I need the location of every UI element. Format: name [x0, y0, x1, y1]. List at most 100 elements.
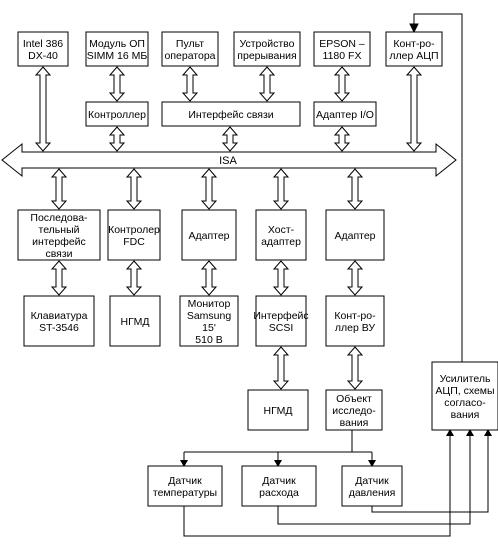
- block-label-line: Модуль ОП: [89, 38, 145, 50]
- block-label-line: SIMM 16 МБ: [87, 50, 148, 62]
- arrow-host-scsi: [272, 260, 290, 296]
- block-frame: [431, 361, 498, 431]
- block-ext-ctrl: Конт-ро-ллер ВУ: [325, 295, 385, 347]
- block-label-line: Samsung: [187, 310, 232, 322]
- arrow-memctrl-bus: [108, 126, 126, 152]
- block-label-line: Адаптер I/O: [316, 109, 374, 121]
- block-label-line: Контроллер: [88, 109, 146, 121]
- arrow-extctrl-object: [346, 346, 364, 390]
- block-label-line: согласо-: [444, 397, 486, 409]
- block-frame: [325, 389, 383, 431]
- block-label-line: Монитор: [188, 298, 231, 310]
- arrow-bus-host: [272, 168, 290, 210]
- block-label-line: Интерфейс связи: [188, 109, 273, 121]
- block-host-adapter: Хост-адаптер: [255, 209, 307, 261]
- arrow-bus-serial: [50, 168, 68, 210]
- block-label-line: Клавиатура: [31, 310, 88, 322]
- block-label-line: Intel 386: [23, 38, 63, 50]
- block-frame: [341, 465, 403, 507]
- block-label-line: Объект: [336, 393, 372, 405]
- wire-temp-to-amp: [183, 432, 451, 537]
- arrow-scsi-hdd: [272, 346, 290, 390]
- block-label-line: Конт-ро-: [334, 310, 376, 322]
- block-label-line: ллер АЦП: [389, 50, 438, 62]
- block-frame: [17, 31, 69, 67]
- arrowhead-pressure: [368, 460, 376, 467]
- block-label-line: давления: [349, 487, 396, 499]
- isa-bus-arrow: [1, 142, 457, 178]
- isa-bus-label: ISA: [219, 155, 237, 167]
- block-frame: [181, 209, 237, 261]
- block-label-line: интерфейс: [32, 236, 86, 248]
- wire-pressure-to-amp: [371, 432, 489, 513]
- block-label-line: Интерфейс: [253, 310, 308, 322]
- block-printer: EPSON –1180 FX: [313, 31, 371, 67]
- block-label-line: Датчик: [355, 475, 389, 487]
- block-label-line: ллер ВУ: [335, 322, 376, 334]
- arrow-fdc-fdd: [125, 260, 143, 296]
- block-frame: [313, 31, 371, 67]
- block-video-adapter: Адаптер: [181, 209, 237, 261]
- block-adc-ctrl: Конт-ро-ллер АЦП: [385, 31, 443, 67]
- arrow-bus-video: [200, 168, 218, 210]
- arrow-printer-io: [333, 66, 351, 102]
- arrowhead-amp-2: [466, 429, 474, 436]
- block-label-line: 15': [202, 322, 216, 334]
- block-label-line: исследо-: [332, 405, 376, 417]
- arrow-console-link: [181, 66, 199, 102]
- arrow-io-bus: [333, 126, 351, 152]
- block-label-line: вания: [451, 409, 480, 421]
- block-label-line: Устройство: [240, 38, 295, 50]
- wires: [180, 13, 492, 537]
- arrow-video-monitor: [200, 260, 218, 296]
- block-adapter-right: Адаптер: [325, 209, 385, 261]
- arrow-interrupt-link: [258, 66, 276, 102]
- block-frame: [107, 209, 161, 261]
- block-frame: [179, 295, 239, 347]
- block-label-line: ST-3546: [39, 322, 79, 334]
- block-fdd: НГМД: [109, 295, 161, 347]
- block-frame: [385, 31, 443, 67]
- arrow-cpu-bus: [34, 66, 52, 152]
- block-frame: [17, 209, 101, 261]
- block-frame: [255, 209, 307, 261]
- block-frame: [313, 101, 377, 127]
- block-frame: [161, 31, 219, 67]
- block-label-line: FDC: [123, 236, 145, 248]
- arrow-adc-bus: [405, 66, 423, 152]
- block-label-line: тельный: [39, 224, 80, 236]
- block-label-line: АЦП, схемы: [435, 385, 494, 397]
- arrowhead-amp-3: [484, 429, 492, 436]
- block-label-line: Адаптер: [188, 230, 229, 242]
- block-label-line: прерывания: [237, 50, 296, 62]
- block-label-line: Конт-ро-: [393, 38, 435, 50]
- block-frame: [23, 295, 95, 347]
- block-label-line: оператора: [164, 50, 215, 62]
- block-frame: [161, 101, 301, 127]
- block-frame: [247, 389, 309, 431]
- block-frame: [255, 295, 307, 347]
- arrow-bus-adapter: [346, 168, 364, 210]
- block-label-line: Последова-: [30, 212, 88, 224]
- block-label-line: НГМД: [121, 316, 150, 328]
- arrow-ram-memctrl: [108, 66, 126, 102]
- wire-amplifier-to-adc: [413, 13, 463, 362]
- block-link-iface: Интерфейс связи: [161, 101, 301, 127]
- arrow-bus-fdc: [125, 168, 143, 210]
- block-frame: [325, 295, 385, 347]
- arrow-adapter-extctrl: [346, 260, 364, 296]
- block-label-line: SCSI: [269, 322, 294, 334]
- block-label-line: НГМД: [264, 405, 293, 417]
- block-label-line: расхода: [259, 487, 299, 499]
- arrow-serial-keyboard: [50, 260, 68, 296]
- block-label-line: Пульт: [176, 38, 204, 50]
- arrowhead-temp: [180, 460, 188, 467]
